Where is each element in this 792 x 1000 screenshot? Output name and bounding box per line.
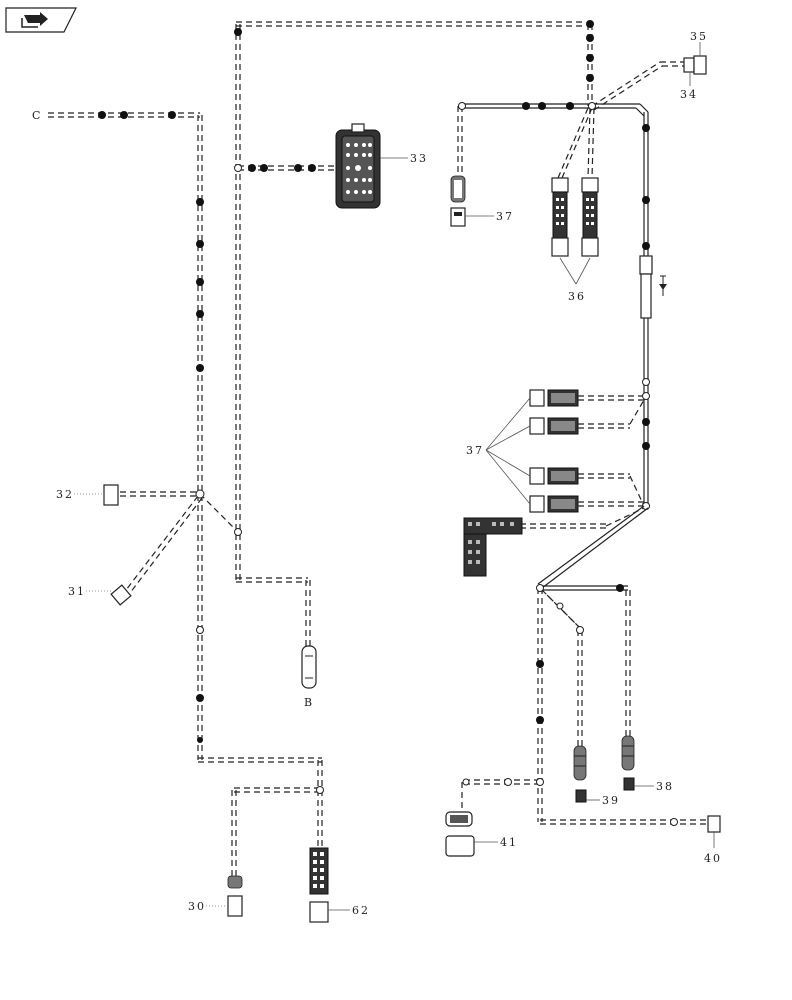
callout-34: 34 (680, 88, 698, 101)
callout-39: 39 (602, 794, 620, 807)
callout-41: 41 (500, 836, 518, 849)
connector-36-pair (551, 177, 599, 257)
callout-30: 30 (188, 900, 206, 913)
navigation-arrow-icon (21, 12, 48, 28)
label-c: C (32, 109, 42, 122)
inline-fuse (639, 255, 667, 319)
connector-37-top-plug (450, 175, 466, 227)
connector-33 (335, 123, 381, 209)
connector-30 (227, 875, 243, 917)
callout-37-group-leaders (485, 397, 531, 505)
connector-34-35 (683, 55, 707, 75)
connector-41 (445, 811, 475, 857)
connector-62 (309, 847, 329, 923)
callout-37-group: 37 (466, 444, 484, 457)
left-harness (48, 21, 586, 878)
connector-38 (621, 735, 635, 791)
callout-38: 38 (656, 780, 674, 793)
lower-right-harness (461, 505, 710, 826)
label-b: B (304, 696, 314, 709)
connector-31 (110, 584, 132, 606)
callout-33: 33 (410, 152, 428, 165)
callout-37-top: 37 (496, 210, 514, 223)
connector-40 (707, 815, 721, 833)
callout-62: 62 (352, 904, 370, 917)
connector-b (301, 645, 317, 689)
connector-32 (103, 484, 119, 506)
nav-button[interactable] (5, 7, 77, 33)
callout-36: 36 (568, 290, 586, 303)
l-shaped-connector (463, 517, 523, 577)
connector-37-group (529, 389, 579, 513)
callout-31: 31 (68, 585, 86, 598)
callout-35: 35 (690, 30, 708, 43)
connector-39 (573, 745, 587, 803)
callout-40: 40 (704, 852, 722, 865)
callout-32: 32 (56, 488, 74, 501)
